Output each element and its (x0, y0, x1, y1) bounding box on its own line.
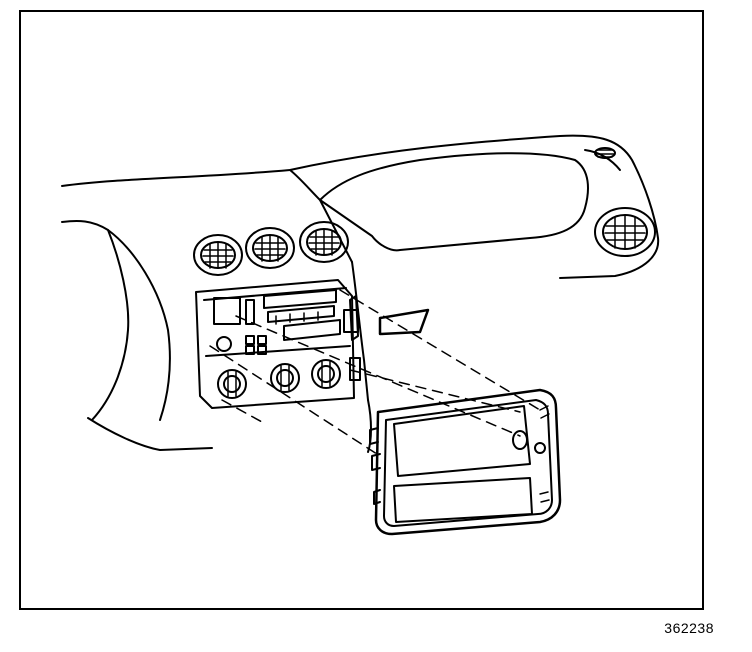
bezel-clip-upper (370, 428, 378, 444)
hvac-knob-left (218, 370, 246, 398)
trim-bezel (370, 390, 560, 534)
air-vent-right-center (300, 222, 348, 262)
radio-knob-housing (214, 298, 240, 324)
hvac-knob-right (312, 360, 340, 388)
air-vent-left (194, 235, 242, 275)
radio-display (264, 290, 336, 308)
bezel-hvac-opening (394, 478, 532, 522)
figure-number: 362238 (664, 620, 714, 636)
air-vent-center (246, 228, 294, 268)
bezel-radio-opening (394, 406, 530, 476)
alignment-lines (210, 290, 540, 456)
bezel-clip-lower (374, 490, 380, 504)
center-stack (196, 280, 360, 408)
cassette-slot (284, 320, 340, 340)
instrument-panel (62, 136, 658, 452)
figure-frame (19, 10, 704, 610)
bezel-clip-middle (372, 454, 380, 470)
air-vent-passenger (595, 208, 655, 256)
hvac-knob-center (271, 364, 299, 392)
